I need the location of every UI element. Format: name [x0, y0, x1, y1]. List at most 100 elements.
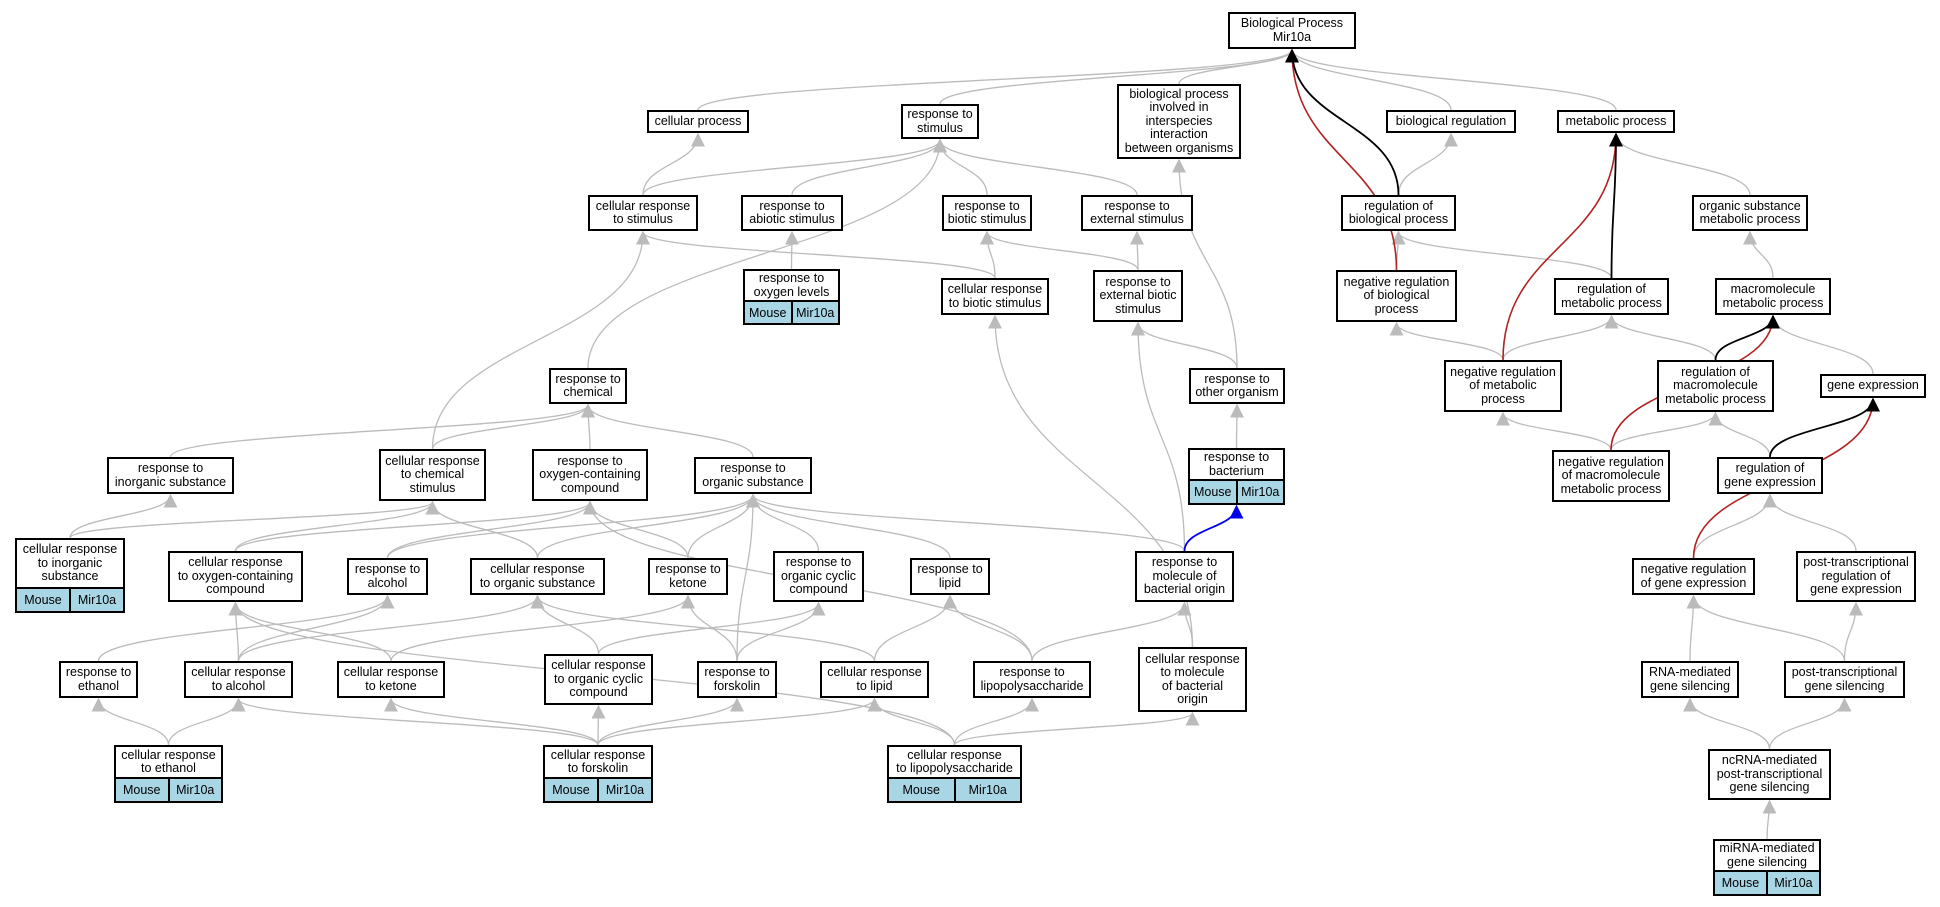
- is-a-edge-crts-to-cp: [642, 132, 705, 196]
- node-cellular-response-to-oxygen-containing-compound[interactable]: cellular response to oxygen-containing c…: [168, 551, 303, 602]
- is-a-edge-rocyc-to-ros: [746, 493, 820, 552]
- node-label: response to external stimulus: [1090, 198, 1184, 226]
- node-interspecies-interaction[interactable]: biological process involved in interspec…: [1117, 84, 1241, 159]
- node-regulation-of-macromolecule-metabolic-process[interactable]: regulation of macromolecule metabolic pr…: [1657, 360, 1774, 412]
- node-gene-expression[interactable]: gene expression: [1820, 374, 1926, 398]
- node-response-to-ethanol[interactable]: response to ethanol: [59, 661, 138, 698]
- node-response-to-external-stimulus[interactable]: response to external stimulus: [1081, 195, 1193, 231]
- is-a-edge-crfor-to-crlip: [597, 697, 882, 746]
- node-response-to-oxygen-containing-compound[interactable]: response to oxygen-containing compound: [532, 449, 648, 501]
- node-response-to-stimulus[interactable]: response to stimulus: [901, 104, 979, 139]
- node-regulation-of-gene-expression[interactable]: regulation of gene expression: [1717, 457, 1823, 494]
- is-a-edge-crfor-to-rfor: [597, 697, 744, 746]
- is-a-edge-cris-to-crcs: [69, 500, 440, 539]
- node-response-to-external-biotic-stimulus[interactable]: response to external biotic stimulus: [1093, 270, 1183, 322]
- is-a-edge-ge-to-mmp: [1766, 314, 1874, 375]
- node-label: organic substance metabolic process: [1699, 198, 1801, 226]
- node-label: response to stimulus: [907, 107, 973, 135]
- node-response-to-abiotic-stimulus[interactable]: response to abiotic stimulus: [741, 195, 843, 231]
- node-macromolecule-metabolic-process[interactable]: macromolecule metabolic process: [1715, 278, 1831, 315]
- node-response-to-chemical[interactable]: response to chemical: [549, 368, 627, 404]
- is-a-edge-rmbo-to-ros: [746, 493, 1186, 552]
- node-response-to-organic-substance[interactable]: response to organic substance: [694, 457, 812, 494]
- node-cellular-response-to-alcohol[interactable]: cellular response to alcohol: [184, 661, 293, 698]
- node-label: response to external biotic stimulus: [1099, 274, 1177, 316]
- node-label: cellular response to forskolin: [550, 747, 646, 775]
- node-negative-regulation-of-metabolic-process[interactable]: negative regulation of metabolic process: [1444, 360, 1562, 412]
- node-label: cellular response to ethanol: [121, 747, 216, 775]
- node-label: response to ketone: [655, 562, 721, 590]
- node-cellular-response-to-molecule-of-bacterial-origin[interactable]: cellular response to molecule of bacteri…: [1138, 647, 1247, 712]
- node-label: cellular response to inorganic substance: [22, 542, 118, 584]
- node-cellular-response-to-organic-cyclic-compound[interactable]: cellular response to organic cyclic comp…: [544, 654, 653, 705]
- is-a-edge-bpis-to-bp: [1178, 48, 1299, 85]
- node-metabolic-process[interactable]: metabolic process: [1557, 110, 1675, 133]
- node-organic-substance-metabolic-process[interactable]: organic substance metabolic process: [1692, 195, 1808, 231]
- species-tag: Mouse: [24, 593, 62, 607]
- node-response-to-biotic-stimulus[interactable]: response to biotic stimulus: [942, 195, 1032, 231]
- node-label: negative regulation of gene expression: [1640, 562, 1747, 590]
- node-post-transcriptional-regulation-of-gene-expression[interactable]: post-transcriptional regulation of gene …: [1796, 551, 1916, 602]
- node-negative-regulation-of-gene-expression[interactable]: negative regulation of gene expression: [1632, 558, 1755, 595]
- gene-tag: Mir10a: [167, 779, 222, 801]
- node-response-to-lipopolysaccharide[interactable]: response to lipopolysaccharide: [973, 661, 1091, 698]
- is-a-edge-ncrna-to-ptgs: [1768, 697, 1852, 750]
- node-biological-regulation[interactable]: biological regulation: [1386, 110, 1516, 133]
- node-response-to-lipid[interactable]: response to lipid: [910, 558, 990, 595]
- is-a-edge-rnags-to-nrge: [1686, 594, 1701, 662]
- is-a-edge-mirna-to-ncrna: [1762, 799, 1777, 840]
- node-post-transcriptional-gene-silencing[interactable]: post-transcriptional gene silencing: [1784, 661, 1905, 698]
- negative-regulation-edge-nrmp-to-mp: [1502, 132, 1623, 361]
- is-a-edge-crocc-to-rocc: [234, 500, 597, 552]
- node-cellular-response-to-inorganic-substance[interactable]: cellular response to inorganic substance…: [15, 538, 125, 613]
- node-response-to-ketone[interactable]: response to ketone: [648, 558, 728, 595]
- node-response-to-inorganic-substance[interactable]: response to inorganic substance: [107, 457, 234, 494]
- is-a-edge-rlps-to-rlip: [943, 594, 1033, 662]
- node-label: negative regulation of biological proces…: [1343, 274, 1450, 316]
- node-rna-mediated-gene-silencing[interactable]: RNA-mediated gene silencing: [1641, 661, 1739, 698]
- node-cellular-process[interactable]: cellular process: [647, 110, 749, 133]
- node-label: cellular response to oxygen-containing c…: [177, 555, 294, 597]
- node-regulation-of-metabolic-process[interactable]: regulation of metabolic process: [1554, 278, 1669, 315]
- node-label: biological regulation: [1395, 113, 1507, 128]
- node-negative-regulation-of-biological-process[interactable]: negative regulation of biological proces…: [1336, 270, 1457, 322]
- is-a-edge-ralc-to-rocc: [386, 500, 597, 559]
- is-a-edge-rebs-to-res: [1130, 230, 1145, 271]
- node-label: RNA-mediated gene silencing: [1649, 665, 1731, 693]
- node-biological-process[interactable]: Biological Process Mir10a: [1228, 12, 1356, 49]
- is-a-edge-osmp-to-mp: [1609, 132, 1751, 196]
- is-a-edge-cris-to-ris: [69, 493, 178, 539]
- is-a-edge-crlip-to-rlip: [873, 594, 957, 662]
- node-negative-regulation-of-macromolecule-metabolic-process[interactable]: negative regulation of macromolecule met…: [1552, 450, 1670, 502]
- is-a-edge-rebs-to-rbs: [980, 230, 1139, 271]
- node-response-to-molecule-of-bacterial-origin[interactable]: response to molecule of bacterial origin: [1135, 551, 1234, 602]
- is-a-edge-crket-to-rket: [390, 594, 695, 662]
- node-response-to-organic-cyclic-compound[interactable]: response to organic cyclic compound: [773, 551, 864, 602]
- is-a-edge-rlip-to-ros: [746, 493, 951, 559]
- node-cellular-response-to-organic-substance[interactable]: cellular response to organic substance: [470, 558, 605, 595]
- node-ncrna-mediated-gene-silencing[interactable]: ncRNA-mediated post-transcriptional gene…: [1708, 749, 1831, 800]
- node-cellular-response-to-chemical-stimulus[interactable]: cellular response to chemical stimulus: [379, 449, 486, 501]
- node-cellular-response-to-ketone[interactable]: cellular response to ketone: [337, 661, 445, 698]
- gene-tag: Mir10a: [790, 302, 839, 323]
- node-regulation-of-biological-process[interactable]: regulation of biological process: [1341, 195, 1456, 231]
- node-label: negative regulation of macromolecule met…: [1558, 454, 1664, 496]
- node-cellular-response-to-lipid[interactable]: cellular response to lipid: [820, 661, 929, 698]
- node-cellular-response-to-stimulus[interactable]: cellular response to stimulus: [588, 195, 698, 231]
- node-response-to-forskolin[interactable]: response to forskolin: [697, 661, 777, 698]
- regulation-edge-rge-to-ge: [1769, 397, 1880, 458]
- node-response-to-alcohol[interactable]: response to alcohol: [347, 558, 428, 595]
- node-cellular-response-to-biotic-stimulus[interactable]: cellular response to biotic stimulus: [941, 278, 1049, 315]
- is-a-edge-rbac-to-roo: [1229, 403, 1244, 449]
- is-a-edge-res-to-rts: [933, 138, 1138, 196]
- node-label: cellular response to stimulus: [595, 198, 691, 226]
- node-response-to-other-organism[interactable]: response to other organism: [1189, 368, 1285, 404]
